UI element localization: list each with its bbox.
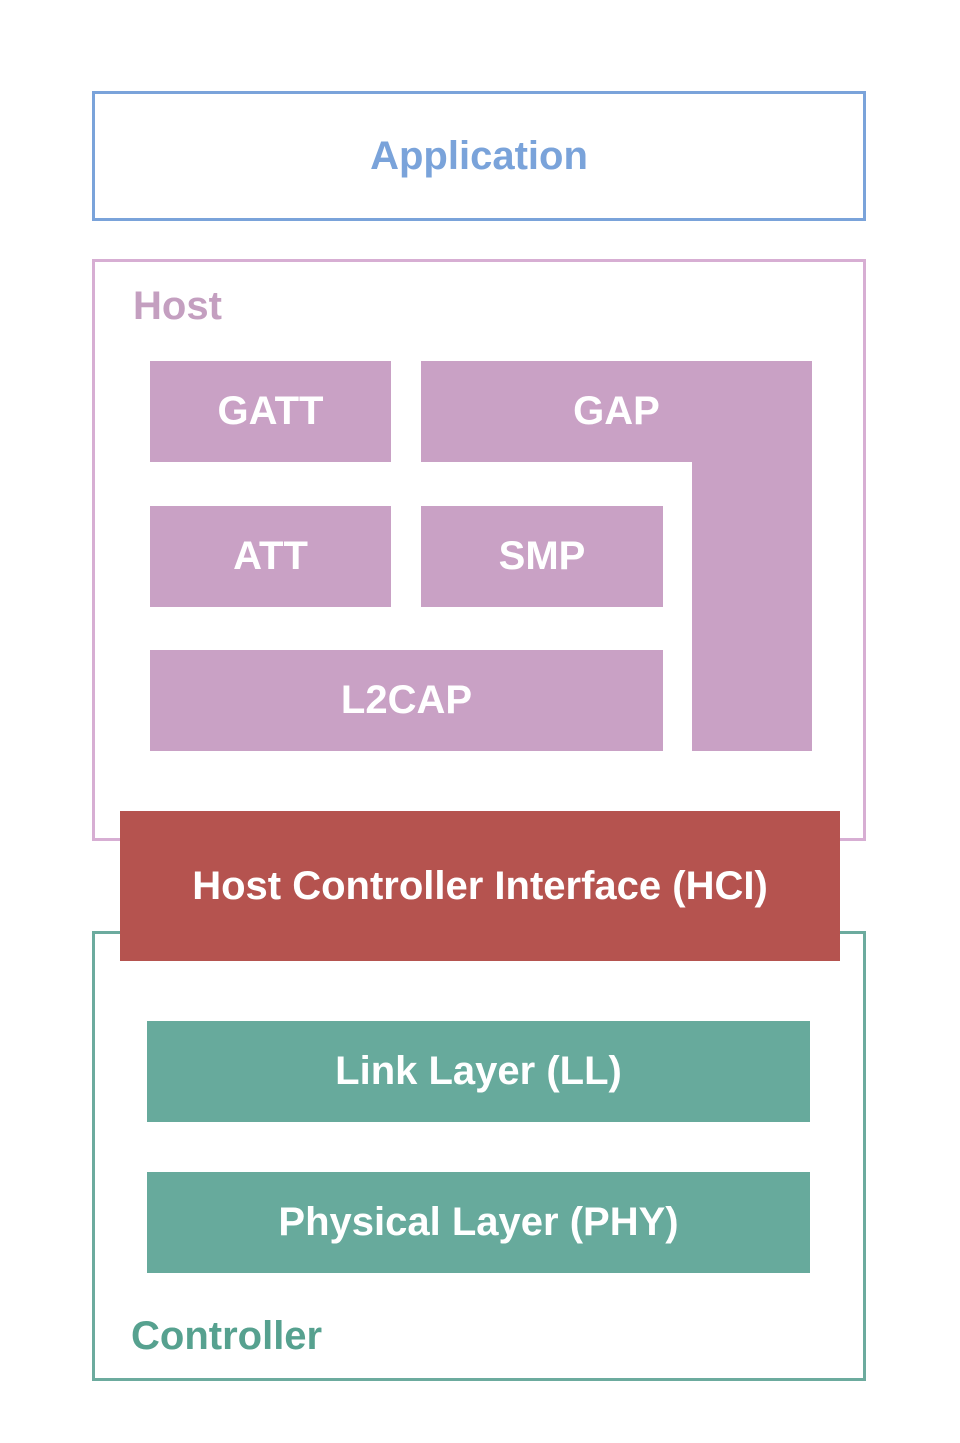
l2cap-block: L2CAP — [150, 650, 663, 751]
controller-label: Controller — [131, 1314, 323, 1358]
link-layer-block: Link Layer (LL) — [147, 1021, 810, 1122]
physical-layer-label: Physical Layer (PHY) — [278, 1200, 679, 1244]
gatt-label: GATT — [217, 389, 324, 433]
att-label: ATT — [233, 534, 308, 578]
smp-label: SMP — [498, 534, 586, 578]
controller-box: Controller — [92, 931, 866, 1381]
gap-label: GAP — [573, 389, 660, 433]
host-label: Host — [133, 284, 222, 328]
gatt-block: GATT — [150, 361, 391, 462]
hci-block: Host Controller Interface (HCI) — [120, 811, 840, 961]
application-label: Application — [370, 133, 588, 178]
l2cap-label: L2CAP — [340, 678, 473, 722]
smp-block: SMP — [421, 506, 663, 607]
gap-block-extension — [692, 461, 812, 751]
application-box: Application — [92, 91, 866, 221]
hci-label: Host Controller Interface (HCI) — [192, 863, 768, 908]
link-layer-label: Link Layer (LL) — [335, 1049, 622, 1093]
att-block: ATT — [150, 506, 391, 607]
gap-block: GAP — [421, 361, 812, 462]
physical-layer-block: Physical Layer (PHY) — [147, 1172, 810, 1273]
